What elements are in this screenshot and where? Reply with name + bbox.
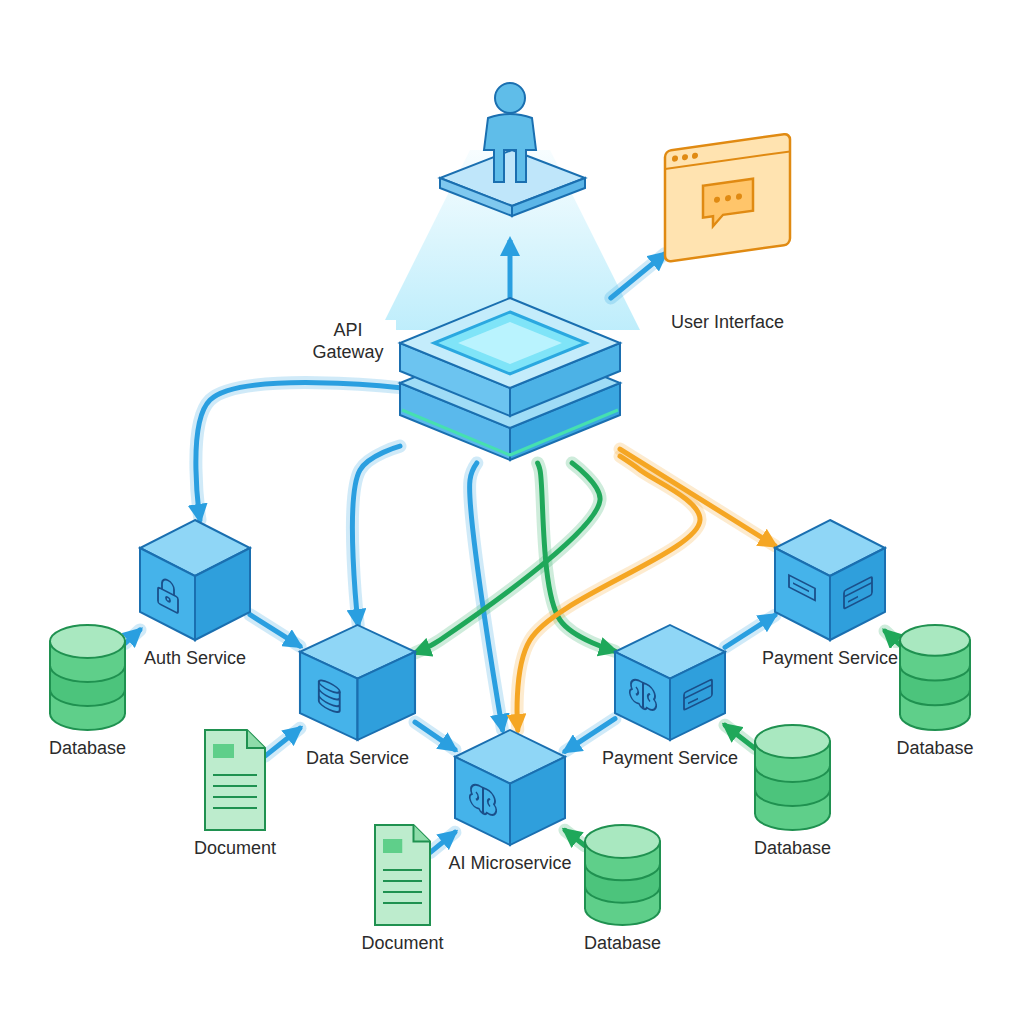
- gateway-node-shape: [400, 298, 620, 463]
- document-icon: Document: [375, 825, 430, 925]
- node-label: Auth Service: [141, 648, 249, 670]
- connector-arrow: [196, 383, 400, 520]
- connector-glow: [725, 725, 755, 748]
- service-cube: Payment Service: [615, 625, 725, 740]
- node-label: API Gateway: [300, 320, 396, 363]
- connector-arrow: [565, 830, 585, 846]
- connector-arrow: [725, 725, 755, 748]
- node-label: AI Microservice: [442, 853, 578, 875]
- node-label: Document: [191, 838, 279, 860]
- node-label: Database: [751, 838, 834, 860]
- node-label: User Interface: [668, 312, 787, 334]
- connector-arrow: [430, 832, 455, 852]
- connector-glow: [565, 830, 585, 846]
- connector-glow: [611, 254, 665, 298]
- node-label: Document: [358, 933, 446, 955]
- connector-arrow: [611, 254, 665, 298]
- service-cube-shape: [140, 520, 250, 640]
- connector-arrow: [352, 446, 400, 625]
- service-cube-shape: [615, 625, 725, 740]
- ui-window: User Interface: [665, 135, 790, 270]
- node-label: Database: [581, 933, 664, 955]
- user-figure: [440, 83, 585, 216]
- database-cylinder-shape: [900, 625, 970, 730]
- connector-glow: [196, 383, 400, 520]
- service-cube: Data Service: [300, 625, 415, 740]
- connector-glow: [265, 728, 300, 756]
- connector-arrow: [125, 630, 140, 644]
- node-label: Database: [46, 738, 129, 760]
- connector-arrow: [265, 728, 300, 756]
- database-cylinder-shape: [755, 725, 830, 830]
- connector-arrow: [565, 719, 615, 752]
- connector-glow: [415, 722, 455, 750]
- connector-glow: [725, 615, 775, 647]
- connector-glow: [352, 446, 400, 625]
- connector-arrow: [250, 615, 300, 647]
- connector-glow: [250, 615, 300, 647]
- connector-glow: [430, 832, 455, 852]
- database-cylinder-shape: [585, 825, 660, 925]
- document-icon: Document: [205, 730, 265, 830]
- database-cylinder: Database: [900, 625, 970, 730]
- service-cube: Auth Service: [140, 520, 250, 640]
- connector-glow: [885, 631, 900, 645]
- database-cylinder-shape: [50, 625, 125, 730]
- service-cube-shape: [455, 730, 565, 845]
- node-label: Data Service: [303, 748, 412, 770]
- node-label: Payment Service: [759, 648, 901, 670]
- document-icon-shape: [205, 730, 265, 830]
- node-label: Payment Service: [599, 748, 741, 770]
- connector-arrow: [415, 722, 455, 750]
- connector-arrow: [725, 615, 775, 647]
- connector-arrow: [885, 631, 900, 645]
- database-cylinder: Database: [755, 725, 830, 830]
- document-icon-shape: [375, 825, 430, 925]
- service-cube: Payment Service: [775, 520, 885, 640]
- node-label: Database: [893, 738, 976, 760]
- database-cylinder: Database: [585, 825, 660, 925]
- database-cylinder: Database: [50, 625, 125, 730]
- connector-glow: [565, 719, 615, 752]
- service-cube: AI Microservice: [455, 730, 565, 845]
- connector-arrow: [620, 449, 775, 546]
- service-cube-shape: [775, 520, 885, 640]
- gateway-node: API Gateway: [400, 298, 620, 463]
- service-cube-shape: [300, 625, 415, 740]
- connector-arrow: [415, 463, 600, 653]
- connector-glow: [125, 630, 140, 644]
- ui-window-shape: [665, 135, 790, 270]
